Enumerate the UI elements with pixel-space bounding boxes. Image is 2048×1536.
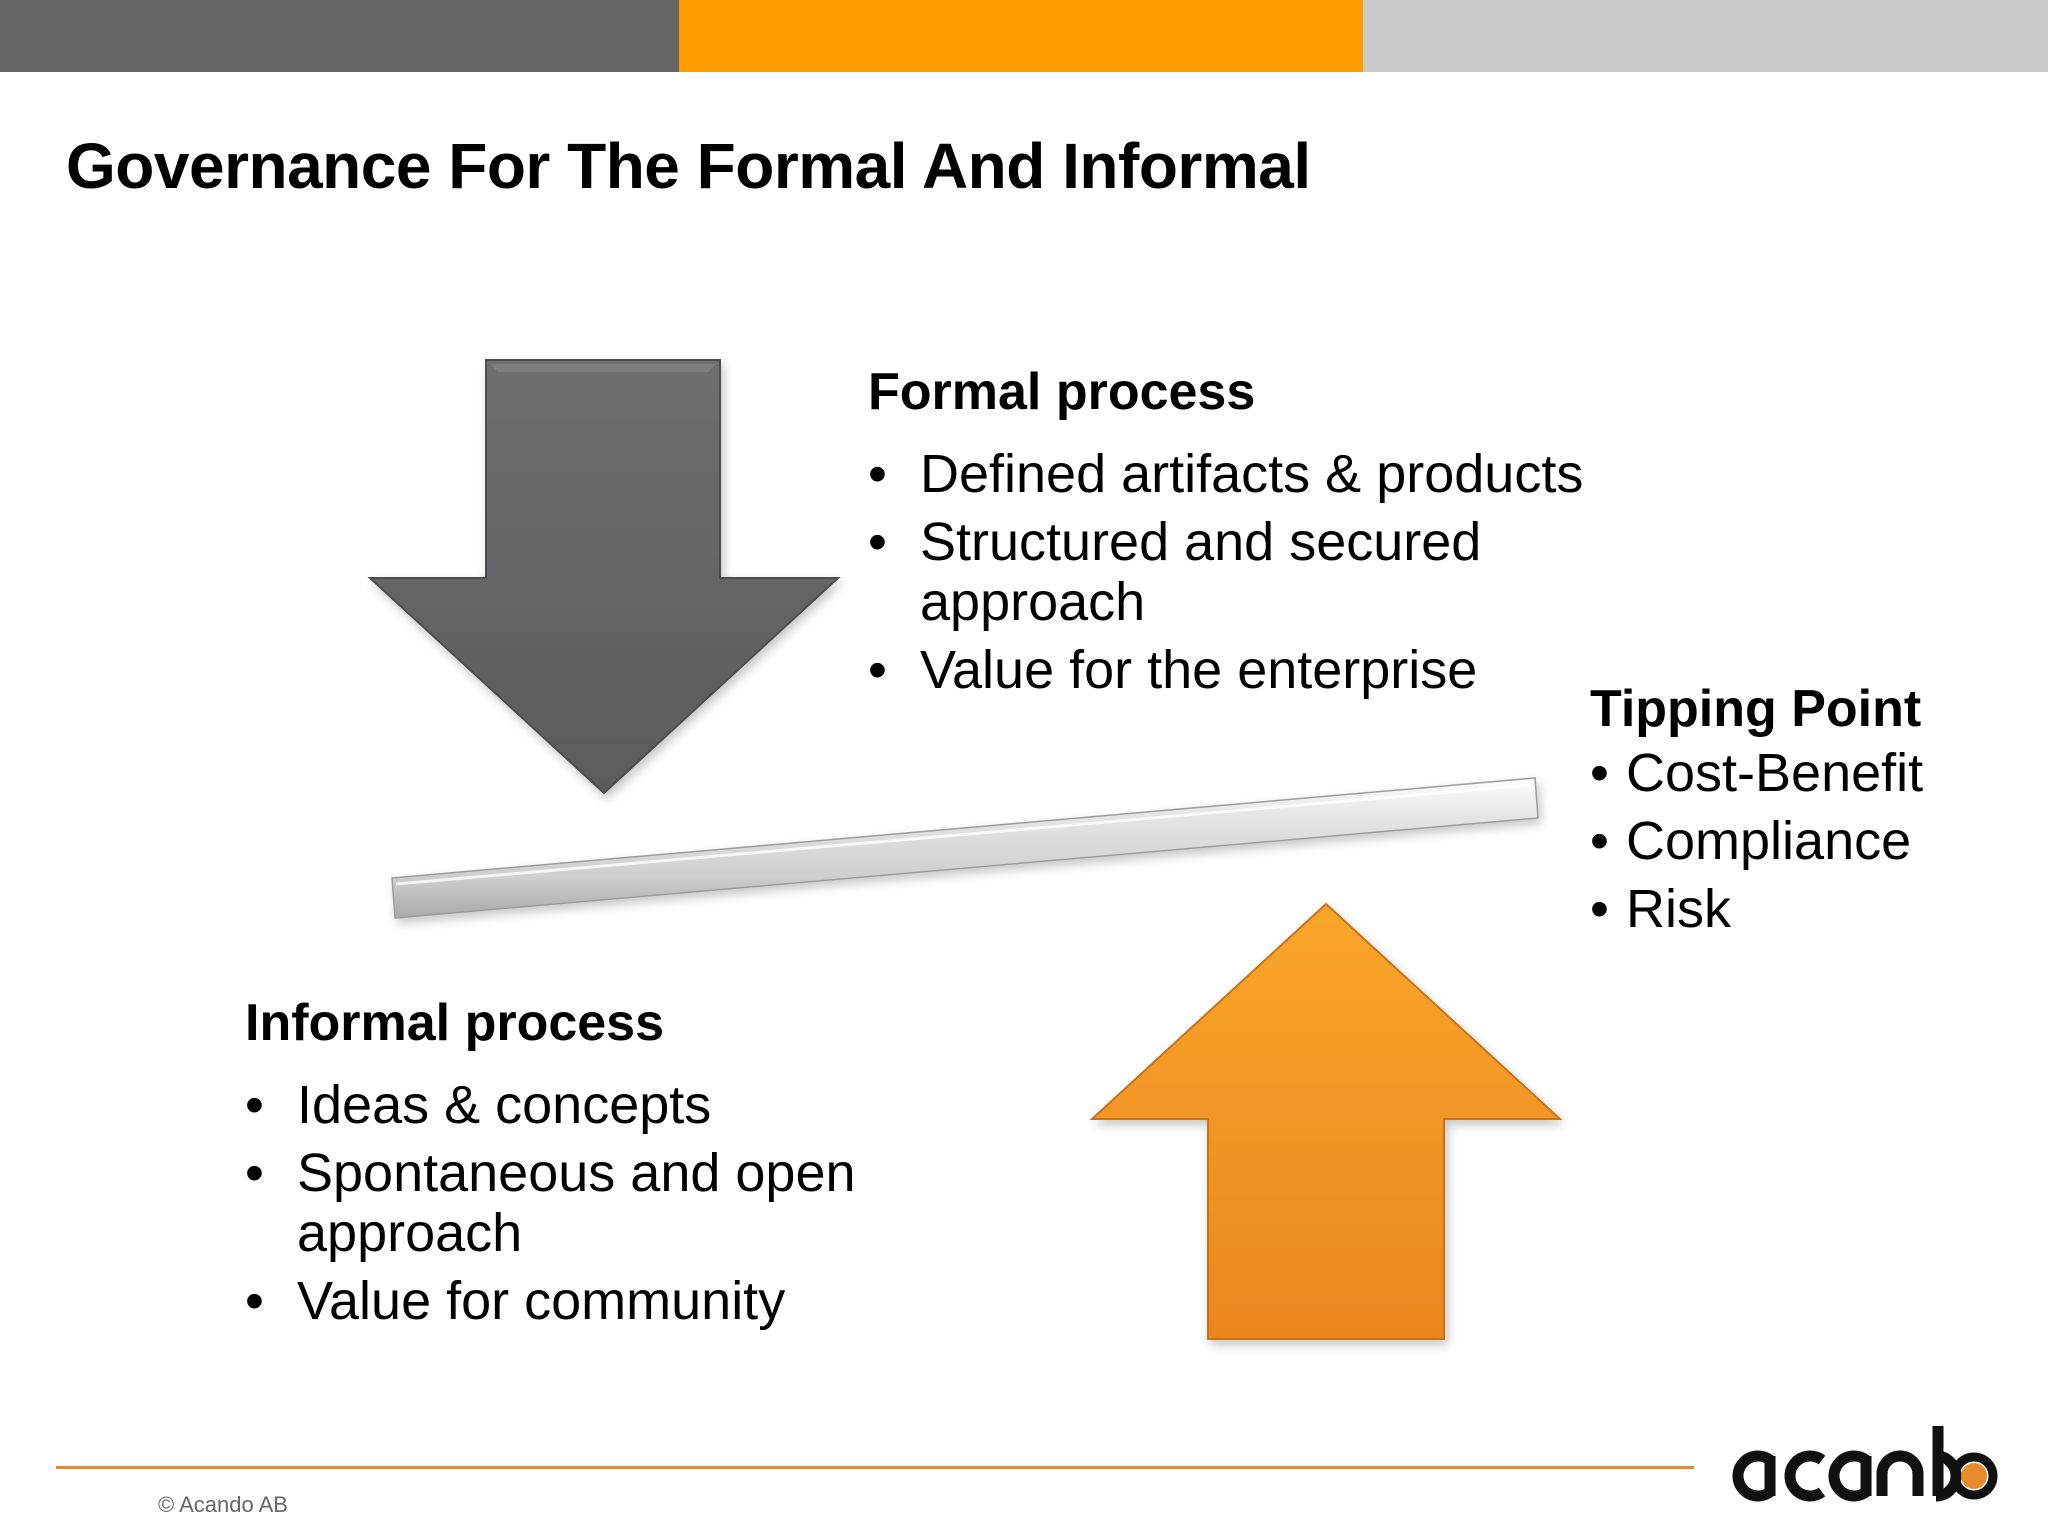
header-bar-light-gray [1363,0,2048,72]
bullet-icon: • [245,1271,264,1331]
list-item: •Value for community [245,1271,786,1331]
bullet-icon: • [868,640,887,700]
formal-process-list: •Defined artifacts & products •Structure… [868,444,1583,700]
tipping-point-list: •Cost-Benefit •Compliance •Risk [1590,743,1923,939]
list-item: •Spontaneous and open approach [245,1143,856,1263]
tipping-point-heading: Tipping Point [1590,680,1922,738]
arrow-up-icon [1089,902,1563,1340]
list-item: •Risk [1590,879,1731,939]
informal-process-block: Informal process •Ideas & concepts •Spon… [245,997,937,1339]
arrow-down-icon [367,359,841,795]
list-item: •Cost-Benefit [1590,743,1924,803]
list-item: •Compliance [1590,811,1912,871]
list-item: •Defined artifacts & products [868,444,1584,504]
bullet-icon: • [1590,743,1609,803]
informal-process-heading: Informal process [245,994,665,1052]
seesaw-bar [391,777,1539,919]
formal-process-block: Formal process •Defined artifacts & prod… [868,366,1583,708]
header-bar-gray [0,0,679,72]
tipping-point-block: Tipping Point •Cost-Benefit •Compliance … [1590,683,1923,947]
bullet-icon: • [245,1075,264,1135]
bullet-icon: • [1590,879,1609,939]
footer-divider [56,1466,1694,1469]
bullet-icon: • [245,1143,264,1203]
slide-title: Governance For The Formal And Informal [66,130,1311,202]
bullet-icon: • [1590,811,1609,871]
acando-logo-icon [1732,1426,1998,1502]
list-item: •Ideas & concepts [245,1075,712,1135]
bullet-icon: • [868,444,887,504]
bullet-icon: • [868,512,887,572]
informal-process-list: •Ideas & concepts •Spontaneous and open … [245,1075,937,1331]
header-color-bar [0,0,2048,72]
copyright-text: © Acando AB [158,1492,288,1517]
list-item: •Value for the enterprise [868,640,1478,700]
header-bar-orange [679,0,1363,72]
list-item: •Structured and secured approach [868,512,1482,632]
formal-process-heading: Formal process [868,363,1256,421]
